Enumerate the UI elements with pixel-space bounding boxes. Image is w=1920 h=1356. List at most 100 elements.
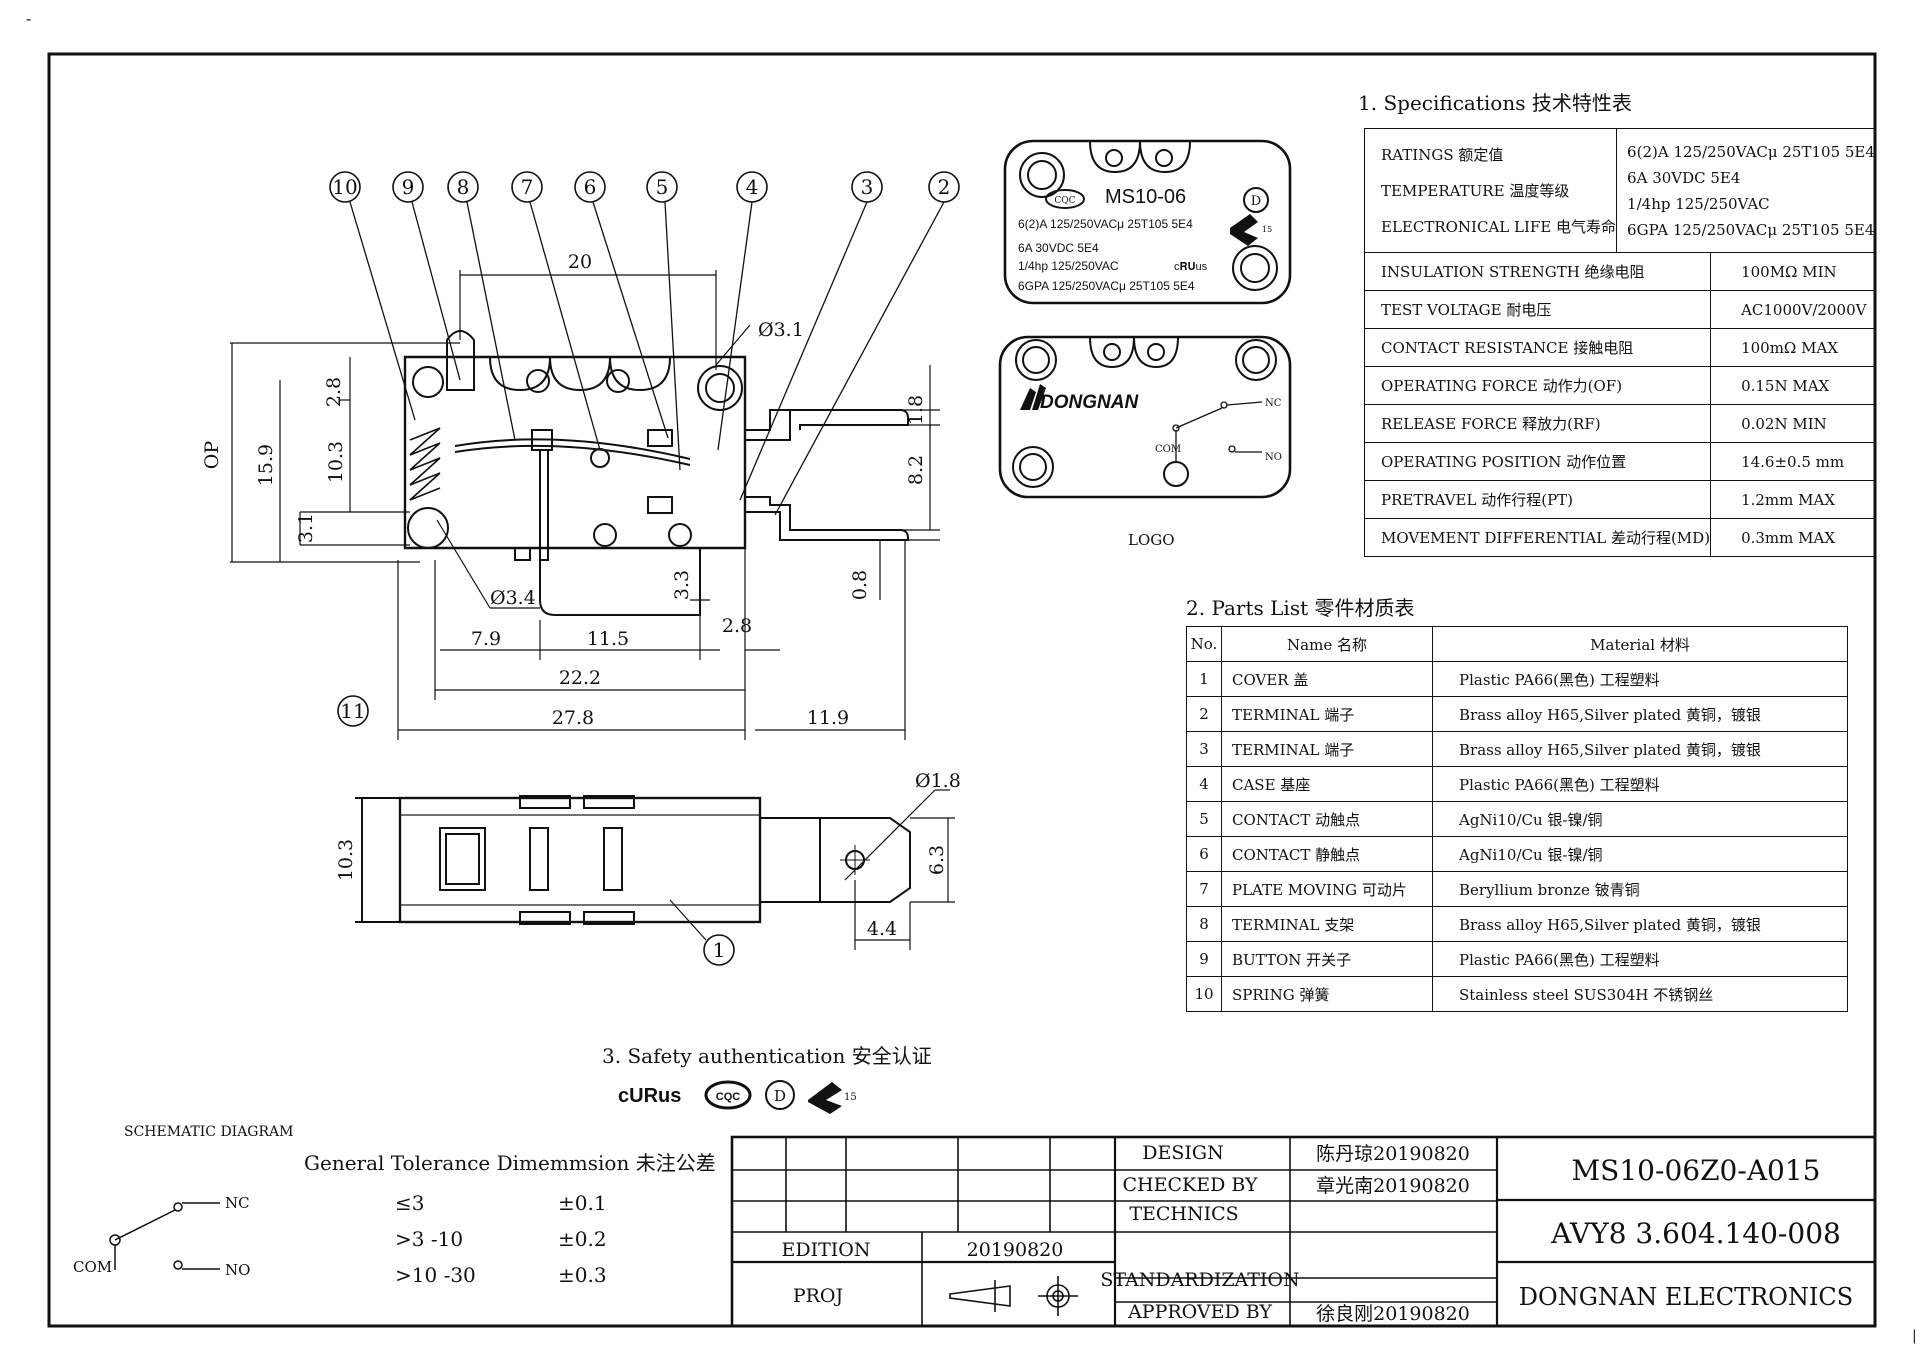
spec-row-label: INSULATION STRENGTH 绝缘电阻 (1363, 252, 1712, 291)
edition-label: EDITION (782, 1239, 871, 1261)
title-block-text: DESIGN 陈丹琼20190820 CHECKED BY 章光南2019082… (782, 1142, 1854, 1325)
bottom-view-dims: Ø1.8 10.3 6.3 4.4 (335, 770, 961, 940)
parts-row-material: Plastic PA66(黑色) 工程塑料 (1432, 941, 1848, 977)
rating-value-1: 6(2)A 125/250VACμ 25T105 5E4 (1627, 142, 1875, 161)
tolerance-block: General Tolerance Dimemmsion 未注公差 ≤3 ±0.… (304, 1151, 716, 1287)
spec-row-value: 1.2mm MAX (1710, 480, 1876, 519)
cqc-mark: CQC (716, 1091, 741, 1103)
balloon-8: 8 (457, 175, 470, 199)
parts-row-no: 3 (1186, 731, 1222, 767)
dimension-labels: 20 Ø3.1 2.8 10.3 15.9 OP 3.1 1.8 8.2 Ø3.… (201, 251, 927, 729)
logo-no: NO (1265, 452, 1282, 463)
label-enec: 15 (1262, 225, 1272, 234)
spec-row: OPERATING FORCE 动作力(OF)0.15N MAX (1363, 366, 1876, 405)
balloon-11: 11 (340, 699, 365, 723)
dim-4-4: 4.4 (867, 918, 897, 940)
parts-row-no: 7 (1186, 871, 1222, 907)
parts-row-no: 4 (1186, 766, 1222, 802)
schematic-title: SCHEMATIC DIAGRAM (124, 1124, 293, 1140)
dim-10-3b: 10.3 (335, 839, 357, 881)
label-line-3: 1/4hp 125/250VAC (1018, 259, 1119, 273)
spec-table: RATINGS 额定值 TEMPERATURE 温度等级 ELECTRONICA… (1363, 128, 1876, 557)
parts-row-material: AgNi10/Cu 银-镍/铜 (1432, 836, 1848, 872)
parts-row-material: Plastic PA66(黑色) 工程塑料 (1432, 661, 1848, 697)
technics-label: TECHNICS (1129, 1203, 1238, 1225)
dim-20: 20 (568, 251, 592, 273)
checked-value: 章光南20190820 (1316, 1175, 1470, 1197)
balloon-leaders (349, 201, 945, 516)
dim-11-9: 11.9 (807, 707, 849, 729)
parts-row-no: 5 (1186, 801, 1222, 837)
balloon-3: 3 (861, 175, 874, 199)
parts-row-name: SPRING 弹簧 (1221, 976, 1433, 1012)
spec-row-label: OPERATING FORCE 动作力(OF) (1363, 366, 1712, 405)
schematic-com: COM (73, 1258, 112, 1276)
temperature-label: TEMPERATURE 温度等级 (1381, 181, 1570, 200)
balloon-10: 10 (332, 175, 357, 199)
dim-7-9: 7.9 (471, 628, 501, 650)
spec-row-value: 0.15N MAX (1710, 366, 1876, 405)
side-view-drawing (403, 330, 909, 616)
cqc-icon (704, 1080, 752, 1110)
dim-22-2: 22.2 (559, 667, 601, 689)
enec-mark-icon (808, 1082, 842, 1114)
balloon-numbers: 10 9 8 7 6 5 4 3 2 11 1 (332, 175, 950, 962)
label-model: MS10-06 (1105, 186, 1186, 208)
parts-row-name: TERMINAL 端子 (1221, 696, 1433, 732)
spec-rating-row: RATINGS 额定值 TEMPERATURE 温度等级 ELECTRONICA… (1363, 128, 1876, 253)
balloon-5: 5 (656, 175, 669, 199)
label-line-2: 6A 30VDC 5E4 (1018, 241, 1099, 255)
dim-15-9: 15.9 (255, 444, 277, 486)
label-ur-mark: c𝐑𝐔us (1174, 261, 1208, 273)
balloon-2: 2 (938, 175, 951, 199)
tol-range-1: ≤3 (395, 1191, 424, 1215)
parts-row-name: PLATE MOVING 可动片 (1221, 871, 1433, 907)
spec-row-label: OPERATING POSITION 动作位置 (1363, 442, 1712, 481)
parts-row-no: 8 (1186, 906, 1222, 942)
parts-row-no: 1 (1186, 661, 1222, 697)
parts-header-name: Name 名称 (1221, 626, 1433, 662)
spec-row-label: CONTACT RESISTANCE 接触电阻 (1363, 328, 1712, 367)
parts-row-material: Brass alloy H65,Silver plated 黄铜，镀银 (1432, 731, 1848, 767)
life-label: ELECTRONICAL LIFE 电气寿命 (1381, 217, 1617, 236)
balloon-1: 1 (713, 938, 726, 962)
dim-2-8: 2.8 (323, 377, 345, 407)
dim-0-8: 0.8 (849, 570, 871, 600)
balloon-9: 9 (402, 175, 415, 199)
dim-27-8: 27.8 (552, 707, 594, 729)
logo-com: COM (1155, 444, 1181, 455)
enec-mark: 15 (844, 1092, 857, 1103)
schematic-labels: SCHEMATIC DIAGRAM NC NO COM (73, 1124, 293, 1279)
schematic-diagram (109, 1202, 220, 1270)
dim-3-3: 3.3 (671, 570, 693, 600)
product-label-text: MS10-06 CQC D 6(2)A 125/250VACμ 25T105 5… (1018, 186, 1272, 293)
parts-row-name: BUTTON 开关子 (1221, 941, 1433, 977)
company-name: DONGNAN ELECTRONICS (1519, 1283, 1853, 1311)
design-label: DESIGN (1142, 1142, 1223, 1164)
spec-row-label: MOVEMENT DIFFERENTIAL 差动行程(MD) (1363, 518, 1712, 557)
spec-row-value: 0.3mm MAX (1710, 518, 1876, 557)
approved-value: 徐良刚20190820 (1316, 1303, 1470, 1325)
label-line-1: 6(2)A 125/250VACμ 25T105 5E4 (1018, 217, 1193, 231)
checked-label: CHECKED BY (1122, 1174, 1257, 1196)
product-label (1003, 139, 1292, 305)
spec-title: 1. Specifications 技术特性表 (1358, 91, 1632, 115)
parts-row-no: 6 (1186, 836, 1222, 872)
spec-row-value: 100MΩ MIN (1710, 252, 1876, 291)
title-block-grid (730, 1135, 1877, 1328)
balloons-top (329, 171, 960, 966)
safety-marks: cURus CQC D 15 (618, 1080, 857, 1114)
approved-label: APPROVED BY (1127, 1301, 1272, 1323)
logo-label-text: DONGNAN NC NO COM LOGO (1040, 392, 1282, 549)
schematic-no: NO (225, 1261, 250, 1279)
